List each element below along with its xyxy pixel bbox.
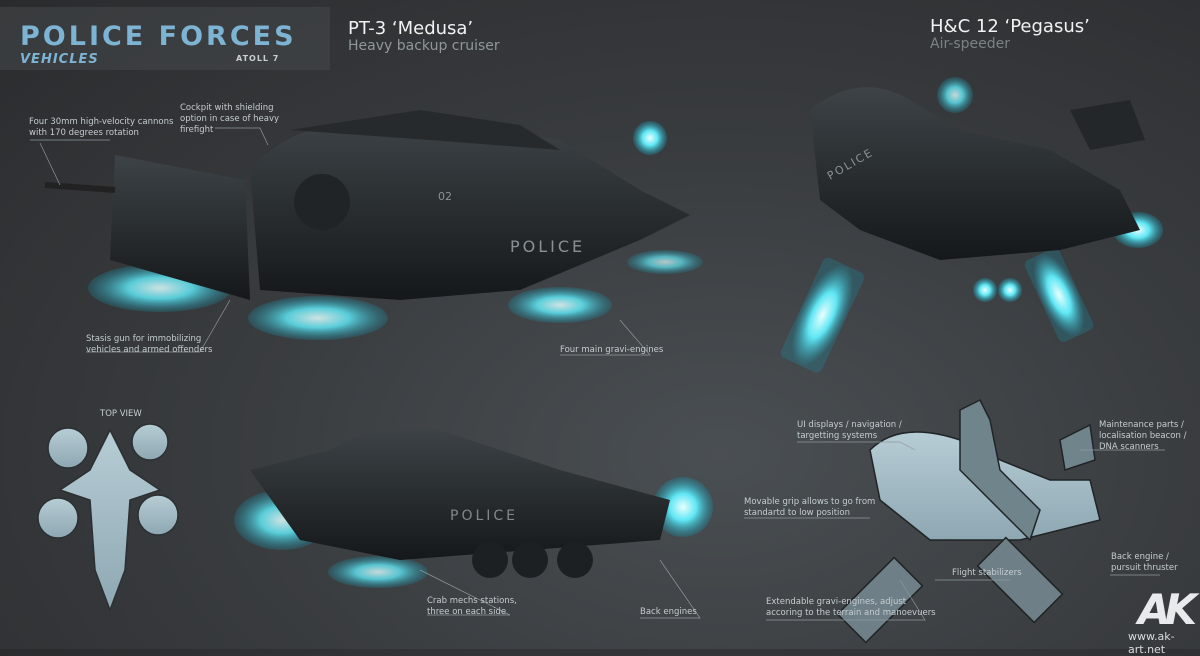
annotation-back-engines: Back engines — [640, 607, 697, 617]
pegasus-description: Air-speeder — [930, 36, 1011, 52]
medusa-rear-hull-marking: POLICE — [450, 508, 518, 524]
medusa-hull-marking: POLICE — [510, 237, 585, 256]
atoll-tag: ATOLL 7 — [236, 54, 280, 63]
annotation-cannons: Four 30mm high-velocity cannons with 170… — [29, 117, 174, 138]
title-banner: POLICE FORCES VEHICLES ATOLL 7 — [0, 7, 330, 70]
annotation-ui-displays: UI displays / navigation / targetting sy… — [797, 420, 902, 441]
annotation-back-engine: Back engine / pursuit thruster — [1111, 552, 1178, 573]
annotation-movable-grip: Movable grip allows to go from standartd… — [744, 497, 876, 518]
annotation-gravi-engines: Four main gravi-engines — [560, 345, 664, 355]
pegasus-name: H&C 12 ‘Pegasus’ — [930, 16, 1090, 37]
watermark-url: www.ak-art.net — [1128, 630, 1175, 656]
ak-logo: AK — [1138, 585, 1197, 634]
annotation-flight-stabilizers: Flight stabilizers — [952, 568, 1022, 578]
annotation-crab-mechs: Crab mechs stations, three on each side — [427, 596, 517, 617]
medusa-name: PT-3 ‘Medusa’ — [348, 18, 474, 39]
medusa-top-view — [37, 423, 179, 613]
pegasus-view: POLICE — [780, 77, 1163, 373]
medusa-description: Heavy backup cruiser — [348, 38, 500, 54]
medusa-hull-number: 02 — [438, 190, 452, 203]
page-subtitle: VEHICLES — [20, 52, 99, 67]
pegasus-diagram — [836, 398, 1101, 644]
annotation-leader-lines — [30, 127, 1165, 621]
annotation-extendable-engines: Extendable gravi-engines, adjust accorin… — [766, 597, 936, 618]
annotation-stasis-gun: Stasis gun for immobilizing vehicles and… — [86, 334, 213, 355]
annotation-maintenance: Maintenance parts / localisation beacon … — [1099, 420, 1187, 452]
page-title: POLICE FORCES — [20, 21, 297, 52]
medusa-side-view: POLICE 02 — [44, 110, 703, 340]
medusa-rear-view: POLICE — [234, 427, 713, 588]
annotation-cockpit: Cockpit with shielding option in case of… — [180, 103, 280, 135]
top-view-label: TOP VIEW — [100, 409, 142, 419]
